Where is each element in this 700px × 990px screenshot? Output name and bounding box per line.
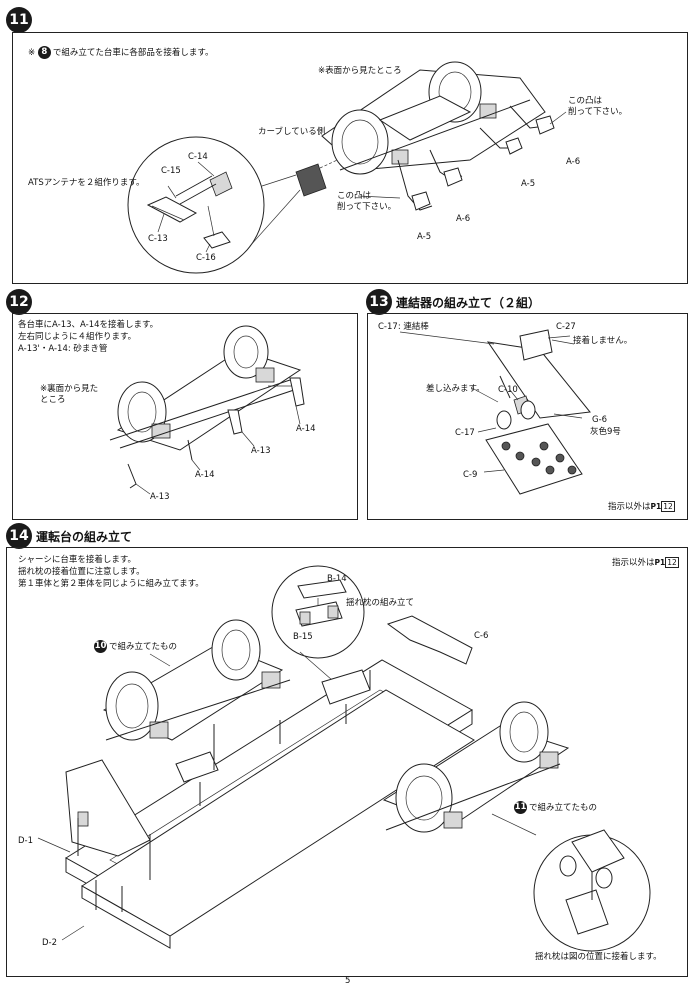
part-label-c9: C-9 bbox=[463, 470, 478, 480]
step-14-instruction-1: シャーシに台車を接着します。 bbox=[18, 555, 136, 565]
paint-ref-text: 指示以外は bbox=[608, 502, 651, 512]
chassis-frame bbox=[65, 659, 475, 949]
part-label-a5-right: A-5 bbox=[521, 179, 536, 189]
ats-block bbox=[295, 163, 327, 197]
step-ref-10: 10 bbox=[94, 641, 107, 651]
step-14-title: 運転台の組み立て bbox=[36, 530, 133, 544]
step-11-drawing bbox=[127, 61, 567, 274]
d1-cab-end bbox=[65, 759, 151, 857]
step-11-shave-note-b: この凸は 削って下さい。 bbox=[337, 191, 397, 212]
part-label-c16: C-16 bbox=[196, 253, 216, 263]
c6-end-piece bbox=[386, 615, 473, 665]
step-ref-11: 11 bbox=[514, 802, 527, 812]
step-11-ats-note: ATSアンテナを２組作ります。 bbox=[28, 178, 145, 188]
part-label-c17: C-17 bbox=[455, 428, 475, 438]
step-11-bogie bbox=[321, 61, 546, 175]
step-13-gray-note: 灰色9号 bbox=[590, 427, 621, 437]
part-label-b14: B-14 bbox=[327, 574, 347, 584]
part-label-d1: D-1 bbox=[18, 836, 34, 846]
step-14-number: 14 bbox=[9, 528, 29, 544]
step-11-curved-side: カーブしている側 bbox=[258, 127, 326, 137]
bogie-right bbox=[382, 701, 570, 833]
part-label-c14: C-14 bbox=[188, 152, 208, 162]
step-13-no-glue: 接着しません。 bbox=[573, 336, 633, 346]
step-11-shave-note-a: この凸は 削って下さい。 bbox=[568, 96, 628, 117]
step-12-sand-pipes bbox=[127, 377, 305, 495]
part-label-a14-right: A-14 bbox=[296, 424, 316, 434]
step-ref-10-badge: 10 bbox=[94, 640, 107, 653]
step-13-drawing bbox=[399, 329, 591, 495]
paint-ref-text: 指示以外は bbox=[612, 558, 655, 568]
paint-ref-num: 12 bbox=[665, 557, 679, 568]
step-12-instruction-2: 左右同じように４組作ります。 bbox=[18, 332, 137, 342]
paint-ref-page: P1 bbox=[654, 558, 666, 567]
step-12-badge: 12 bbox=[6, 289, 32, 315]
part-label-c10: C-10 bbox=[498, 385, 518, 395]
coupler-assembly bbox=[399, 329, 591, 495]
step-11-instruction-text: で組み立てた台車に各部品を接着します。 bbox=[52, 48, 214, 58]
step-13-coupler-label: C-17: 連結棒 bbox=[378, 322, 429, 332]
bogie-left bbox=[102, 619, 291, 741]
step-11-view-note: ※表面から見たところ bbox=[318, 66, 402, 76]
part-label-a5-left: A-5 bbox=[417, 232, 432, 242]
step-12-instruction-1: 各台車にA-13、A-14を接着します。 bbox=[18, 320, 159, 330]
part-label-c27: C-27 bbox=[556, 322, 576, 332]
step-ref-8: 8 bbox=[41, 47, 48, 57]
step-11-number: 11 bbox=[9, 12, 29, 28]
assembly-arrows bbox=[77, 670, 371, 912]
step-ref-11-badge: 11 bbox=[514, 801, 527, 814]
step-11-badge: 11 bbox=[6, 7, 32, 33]
part-label-a13-left: A-13 bbox=[150, 492, 170, 502]
step-ref-8-badge: 8 bbox=[37, 46, 51, 59]
step-13-badge: 13 bbox=[366, 289, 392, 315]
detail-zoom-content bbox=[559, 829, 625, 935]
step-13-panel bbox=[367, 313, 688, 520]
part-label-g6: G-6 bbox=[592, 415, 608, 425]
step-12-bogie bbox=[109, 325, 302, 451]
part-label-a13-right: A-13 bbox=[251, 446, 271, 456]
step-11-panel bbox=[12, 32, 688, 284]
step-ref-11-text: で組み立てたもの bbox=[529, 803, 598, 813]
part-label-c15: C-15 bbox=[161, 166, 181, 176]
step-12-instruction-3: A-13'・A-14: 砂まき管 bbox=[18, 344, 108, 354]
part-label-b15: B-15 bbox=[293, 632, 313, 642]
step-14-instruction-2: 揺れ枕の接着位置に注意します。 bbox=[18, 567, 145, 577]
step-14-pillow-assembly: 揺れ枕の組み立て bbox=[346, 598, 415, 608]
part-label-d2: D-2 bbox=[42, 938, 58, 948]
ats-antenna-parts bbox=[146, 161, 233, 253]
part-label-a14-left: A-14 bbox=[195, 470, 215, 480]
paint-ref-page: P1 bbox=[650, 502, 662, 511]
step-14-badge: 14 bbox=[6, 523, 32, 549]
paint-ref-num: 12 bbox=[661, 501, 675, 512]
step-ref-10-text: で組み立てたもの bbox=[109, 642, 178, 652]
part-label-c13: C-13 bbox=[148, 234, 168, 244]
pillow-left bbox=[175, 751, 219, 783]
step-13-number: 13 bbox=[369, 294, 389, 310]
step-13-insert-note: 差し込みます。 bbox=[426, 384, 485, 394]
step-11-legs bbox=[397, 105, 555, 211]
part-label-c6: C-6 bbox=[474, 631, 489, 641]
pillow-zoom-circle bbox=[271, 565, 365, 659]
step-14-pillow-note: 揺れ枕は図の位置に接着します。 bbox=[535, 952, 662, 962]
step-12-number: 12 bbox=[9, 294, 29, 310]
step-13-title: 連結器の組み立て（２組） bbox=[396, 296, 541, 310]
step-12-drawing bbox=[109, 325, 305, 495]
step-14-instruction-3: 第１車体と第２車体を同じように組み立てます。 bbox=[18, 579, 204, 589]
page-number: 5 bbox=[345, 976, 351, 986]
step-12-view-note: ※裏面から見た ところ bbox=[40, 384, 99, 405]
part-label-a6-mid: A-6 bbox=[456, 214, 471, 224]
step-14-panel bbox=[6, 547, 688, 977]
part-label-a6-right: A-6 bbox=[566, 157, 581, 167]
step-12-panel bbox=[12, 313, 358, 520]
